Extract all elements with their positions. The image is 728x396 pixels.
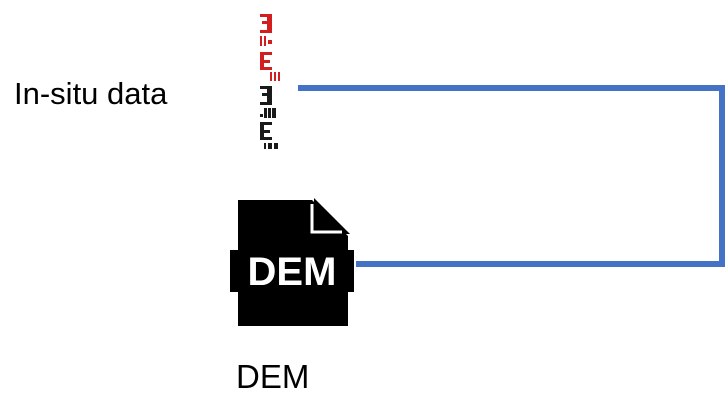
leveling-staff-icon [260,14,280,149]
dem-label: DEM [236,358,310,395]
connector-insitu [298,85,725,264]
connector-lines [298,85,725,267]
insitu-data-label: In-situ data [14,76,168,111]
dem-file-icon: DEM [230,198,354,326]
dem-icon-text: DEM [248,250,337,294]
